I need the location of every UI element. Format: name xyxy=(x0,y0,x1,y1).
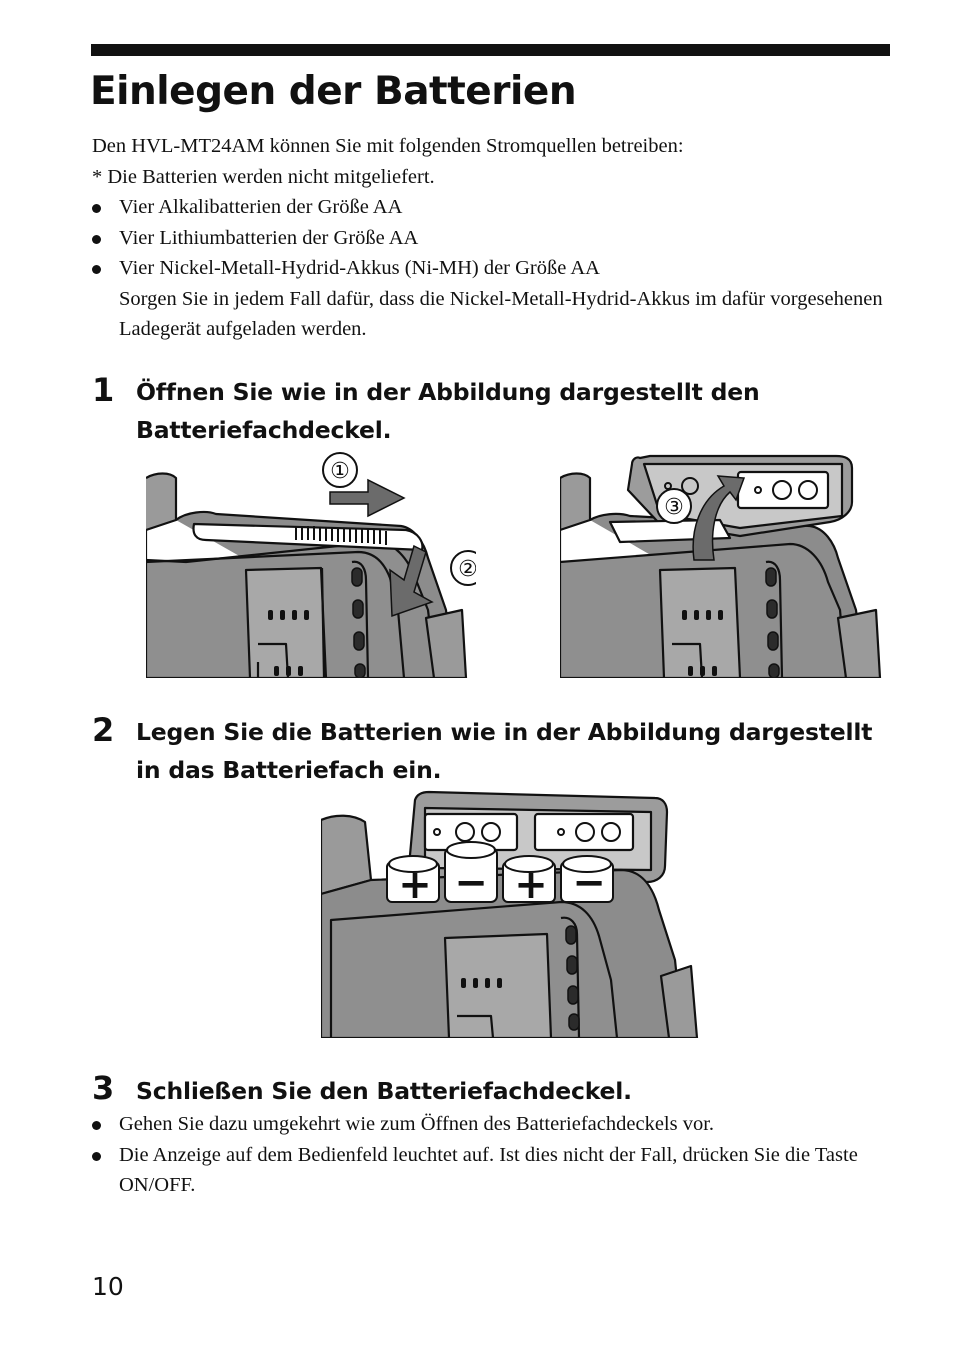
list-item: Die Anzeige auf dem Bedienfeld leuchtet … xyxy=(92,1140,899,1201)
bullet-icon xyxy=(92,265,101,274)
polarity-minus-1: − xyxy=(454,860,488,906)
list-item-text: Die Anzeige auf dem Bedienfeld leuchtet … xyxy=(119,1143,858,1197)
step-1-number: 1 xyxy=(92,371,115,409)
list-item-text: Vier Nickel-Metall-Hydrid-Akkus (Ni-MH) … xyxy=(119,257,600,279)
list-item-text: Gehen Sie dazu umgekehrt wie zum Öffnen … xyxy=(119,1113,715,1135)
page-number: 10 xyxy=(92,1272,124,1301)
polarity-plus-2: + xyxy=(514,862,548,908)
step-2-text: Legen Sie die Batterien wie in der Abbil… xyxy=(136,718,873,784)
note-text: * Die Batterien werden nicht mitgeliefer… xyxy=(92,166,435,188)
list-item-text: Vier Lithiumbatterien der Größe AA xyxy=(119,226,419,249)
step-3-text: Schließen Sie den Batteriefachdeckel. xyxy=(136,1077,632,1105)
nimh-note: Sorgen Sie in jedem Fall dafür, dass die… xyxy=(119,287,883,341)
step-3-number: 3 xyxy=(92,1069,115,1107)
polarity-minus-2: − xyxy=(572,860,606,906)
polarity-plus-1: + xyxy=(398,862,432,908)
list-item: Vier Alkalibatterien der Größe AA xyxy=(92,192,899,223)
list-item: Vier Nickel-Metall-Hydrid-Akkus (Ni-MH) … xyxy=(92,253,899,345)
bullet-icon xyxy=(92,204,101,213)
marker-2: ② xyxy=(458,557,476,582)
top-rule xyxy=(91,44,890,56)
bullet-icon xyxy=(92,234,101,244)
bullet-icon xyxy=(92,1151,101,1161)
intro-text: Den HVL-MT24AM können Sie mit folgenden … xyxy=(92,135,684,157)
list-item: Gehen Sie dazu umgekehrt wie zum Öffnen … xyxy=(92,1109,899,1140)
marker-1: ① xyxy=(330,459,350,484)
page-title: Einlegen der Batterien xyxy=(90,69,577,114)
step-3-list: Gehen Sie dazu umgekehrt wie zum Öffnen … xyxy=(92,1109,899,1201)
power-source-list: Vier Alkalibatterien der Größe AA Vier L… xyxy=(92,192,899,345)
figure-insert-batteries: + − + − xyxy=(321,790,699,1038)
figure-open-cover-lift: ③ xyxy=(560,454,882,678)
figure-open-cover-slide: ① ② xyxy=(146,452,476,678)
marker-3: ③ xyxy=(664,495,684,520)
bullet-icon xyxy=(92,1121,101,1130)
list-item: Vier Lithiumbatterien der Größe AA xyxy=(92,223,899,254)
list-item-text: Vier Alkalibatterien der Größe AA xyxy=(119,196,403,218)
step-1-text: Öffnen Sie wie in der Abbildung dargeste… xyxy=(136,378,760,444)
step-2-number: 2 xyxy=(92,711,115,749)
